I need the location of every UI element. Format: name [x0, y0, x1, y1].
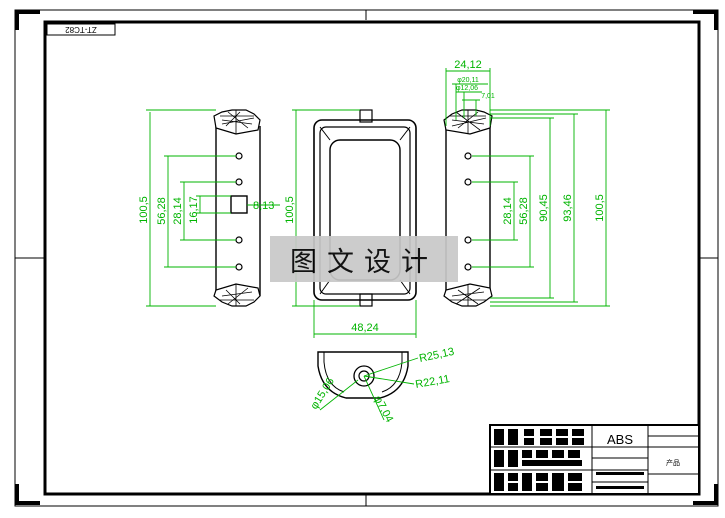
title-block-grid-cells: [494, 429, 644, 491]
dim-front-width: 48,24: [351, 322, 379, 334]
left-slot: [230, 195, 248, 214]
dim-right-9045: 90,45: [538, 194, 550, 222]
watermark-banner: 图文设计: [270, 236, 458, 282]
dim-bottom-dia-boss: φ15,06: [308, 376, 337, 412]
front-view: [313, 109, 417, 307]
inner-border: [43, 20, 701, 496]
drawing-code: ZT-TC82: [65, 25, 97, 34]
dim-right-overall-height: 100,5: [594, 194, 606, 222]
dim-right-hole-span-inner: 28,14: [502, 197, 514, 225]
watermark-text: 图文设计: [290, 246, 438, 278]
dim-bottom-dia-hole: φ7,04: [371, 394, 395, 425]
bottom-view: [317, 351, 409, 399]
left-view: [213, 109, 261, 307]
dimension-lines: [146, 68, 610, 421]
dim-left-hole-span-inner: 28,14: [172, 197, 184, 225]
dim-bottom-radius-outer: R25,13: [418, 346, 455, 365]
dim-front-overall-height: 100,5: [284, 196, 296, 224]
drawing-code-box: [46, 23, 116, 36]
dim-right-dia-1: φ20,11: [457, 77, 479, 84]
title-block: ABS 产品: [489, 424, 700, 495]
dim-right-hole-span-outer: 56,28: [518, 197, 530, 225]
centering-marks: [15, 10, 718, 506]
left-bottom-cap: [213, 283, 261, 307]
part-label: 产品: [666, 458, 680, 467]
dim-right-dia-2: φ12,06: [456, 85, 478, 92]
dim-right-9346: 93,46: [562, 194, 574, 222]
dim-left-slot-height: 16,17: [188, 196, 200, 224]
dim-right-dia-3: 7,01: [481, 93, 495, 100]
dim-right-top-width: 24,12: [454, 59, 482, 71]
corner-marks: [15, 10, 718, 505]
dim-bottom-radius-inner: R22,11: [414, 373, 450, 391]
dim-left-overall-height: 100,5: [138, 196, 150, 224]
dim-left-slot-width: 8,13: [253, 200, 274, 212]
material-label: ABS: [607, 432, 633, 447]
dim-left-hole-span-outer: 56,28: [156, 197, 168, 225]
